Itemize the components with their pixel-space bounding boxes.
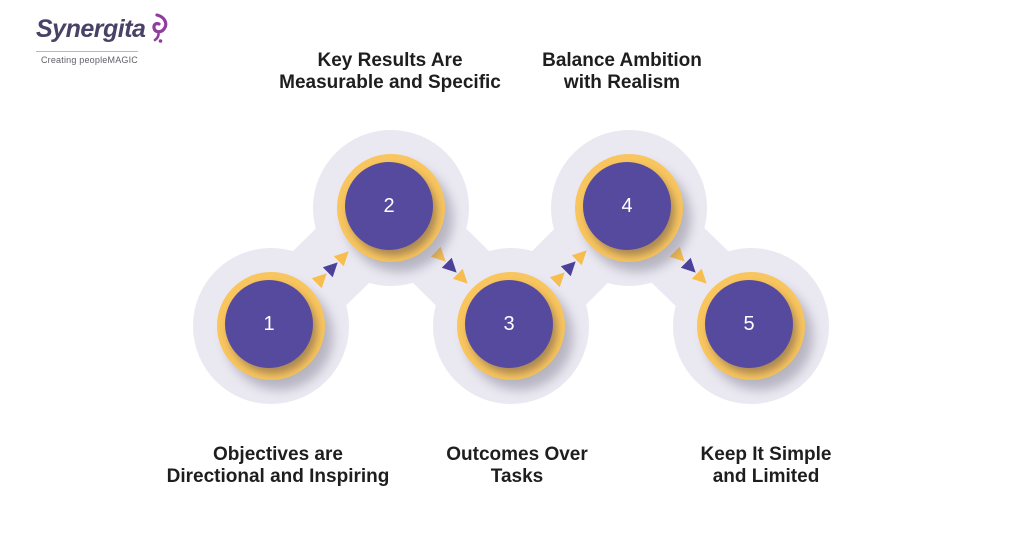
step-number: 4 (621, 194, 633, 217)
step-label-line: with Realism (563, 72, 681, 93)
step-label-line: Outcomes Over (446, 444, 588, 465)
step-ring: 2 (337, 154, 445, 262)
step-circle: 2 (345, 162, 433, 250)
step-circle: 1 (225, 280, 313, 368)
step-number: 2 (383, 194, 395, 217)
logo-tagline: Creating peopleMAGIC (40, 55, 138, 65)
step-label-line: Measurable and Specific (279, 72, 501, 93)
logo: Synergita Creating peopleMAGIC (36, 13, 168, 65)
step-label-line: and Limited (712, 466, 820, 487)
step-label-line: Keep It Simple (700, 444, 832, 465)
step-label-3: Outcomes Over Tasks (377, 444, 657, 488)
step-node-4: 4 (575, 154, 683, 262)
step-label-5: Keep It Simple and Limited (626, 444, 906, 488)
step-label-1: Objectives are Directional and Inspiring (138, 444, 418, 488)
logo-divider (36, 51, 138, 52)
step-circle: 4 (583, 162, 671, 250)
step-label-line: Directional and Inspiring (166, 466, 390, 487)
step-ring: 4 (575, 154, 683, 262)
step-ring: 5 (697, 272, 805, 380)
step-number: 5 (743, 312, 755, 335)
step-number: 3 (503, 312, 515, 335)
step-label-line: Objectives are (213, 444, 343, 465)
logo-wordmark: Synergita (36, 15, 146, 43)
step-ring: 3 (457, 272, 565, 380)
step-node-3: 3 (457, 272, 565, 380)
step-circle: 3 (465, 280, 553, 368)
step-label-2: Key Results Are Measurable and Specific (250, 50, 530, 94)
step-circle: 5 (705, 280, 793, 368)
step-node-2: 2 (337, 154, 445, 262)
step-number: 1 (263, 312, 275, 335)
step-ring: 1 (217, 272, 325, 380)
step-label-line: Balance Ambition (542, 50, 702, 71)
step-node-5: 5 (697, 272, 805, 380)
step-label-4: Balance Ambition with Realism (482, 50, 762, 94)
step-label-line: Key Results Are (317, 50, 463, 71)
step-node-1: 1 (217, 272, 325, 380)
logo-swirl-icon (146, 12, 170, 49)
step-label-line: Tasks (490, 466, 544, 487)
